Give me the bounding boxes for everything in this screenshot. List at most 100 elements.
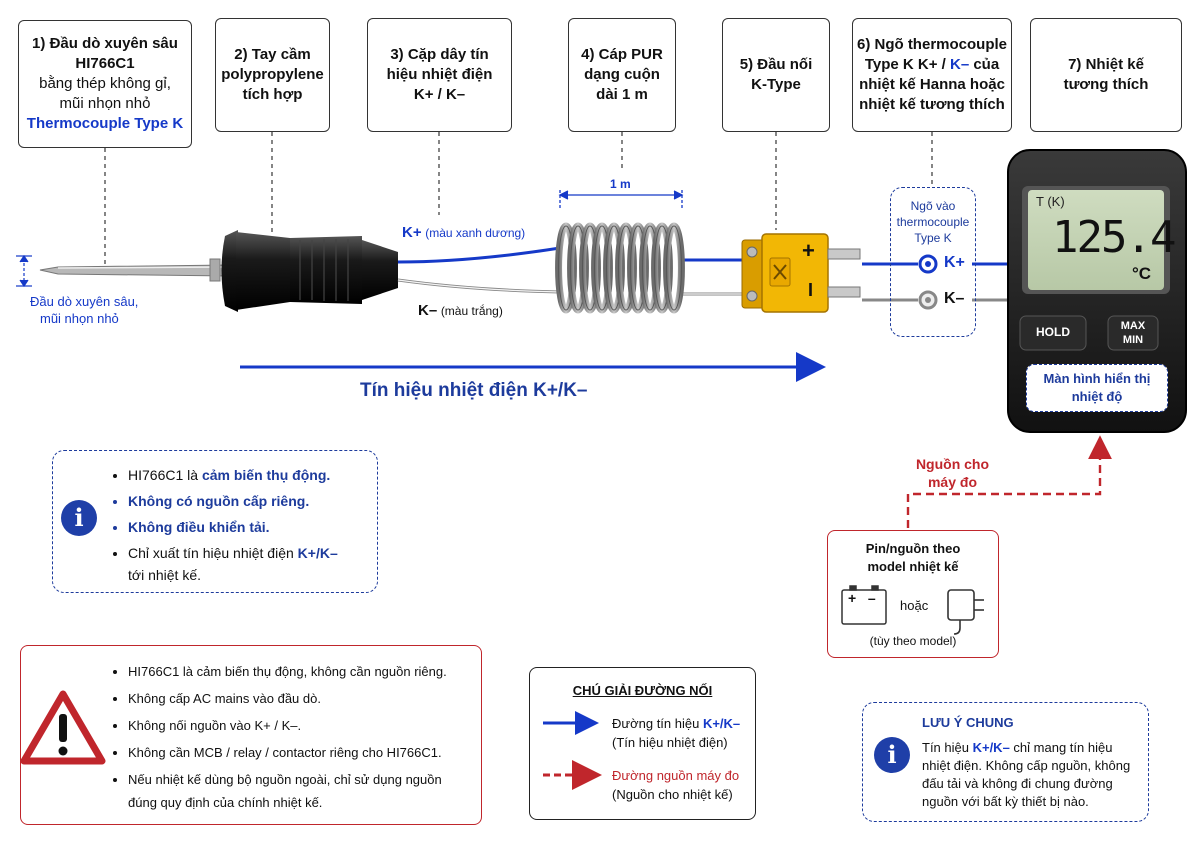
callout-handle: 2) Tay cầm polypropylene tích hợp: [215, 18, 330, 132]
hold-button[interactable]: HOLD: [1036, 325, 1070, 339]
info-item-3: Không điều khiển tải.: [128, 516, 372, 538]
note-text: Tín hiệu K+/K– chỉ mang tín hiệu nhiệt đ…: [922, 739, 1130, 811]
power-box-title-2: model nhiệt kế: [867, 559, 959, 574]
callout-1-line3: bằng thép không gỉ,: [39, 75, 171, 92]
warning-item-5b: đúng quy định của chính nhiệt kế.: [128, 795, 323, 810]
warning-box: [20, 645, 482, 825]
power-label: Nguồn cho máy đo: [905, 455, 1000, 491]
input-jacks: [918, 254, 938, 310]
callout-4-text: 4) Cáp PUR dạng cuộn dài 1 m: [581, 46, 663, 103]
callout-meter: 7) Nhiệt kế tương thích: [1030, 18, 1182, 132]
ktype-connector: [741, 233, 861, 313]
maxmin-button[interactable]: MAX MIN: [1108, 319, 1158, 347]
signal-arrow-label: Tín hiệu nhiệt điện K+/K–: [360, 380, 588, 401]
warning-item-5a: Nếu nhiệt kế dùng bộ nguồn ngoài, chỉ sử…: [128, 772, 442, 787]
battery-plus-minus: + –: [848, 590, 876, 606]
power-label-1: Nguồn cho: [915, 456, 990, 472]
callout-6-line2c: của: [969, 56, 1000, 73]
power-label-2: máy đo: [927, 474, 977, 490]
callout-input: 6) Ngõ thermocouple Type K K+ / K– của n…: [852, 18, 1012, 132]
info-item-1: HI766C1 là cảm biến thụ động.: [128, 464, 372, 486]
power-line: [906, 435, 1112, 528]
display-label: Màn hình hiển thị nhiệt độ: [1026, 370, 1168, 406]
legend-signal: Đường tín hiệu K+/K– (Tín hiệu nhiệt điệ…: [612, 714, 740, 752]
legend-signal-c: (Tín hiệu nhiệt điện): [612, 735, 728, 750]
input-title-3: Type K: [914, 231, 952, 245]
callout-connector: 5) Đầu nối K-Type: [722, 18, 830, 132]
info-item-4c: tới nhiệt kế.: [128, 567, 201, 583]
callout-1-line1: Đầu dò xuyên sâu: [49, 35, 178, 52]
cable-length-label: 1 m: [610, 177, 631, 191]
kplus-wire-label: K+ (màu xanh dương): [402, 224, 525, 241]
warning-item-2: Không cấp AC mains vào đầu dò.: [128, 687, 475, 710]
callout-1-model: HI766C1: [75, 55, 135, 72]
power-box-title: Pin/nguồn theo model nhiệt kế: [827, 540, 999, 576]
maxmin-line1: MAX: [1120, 320, 1146, 332]
note-title: LƯU Ý CHUNG: [922, 715, 1014, 730]
kminus-note: (màu trắng): [440, 304, 503, 318]
lcd-celsius: °C: [1132, 264, 1152, 283]
info-item-1b: cảm biến thụ động.: [201, 467, 331, 483]
note-info-icon: i: [874, 737, 910, 773]
kminus-label: K–: [418, 302, 438, 319]
warning-item-4: Không cần MCB / relay / contactor riêng …: [128, 741, 475, 764]
callout-probe: 1) Đầu dò xuyên sâu HI766C1 bằng thép kh…: [18, 20, 192, 148]
legend-power-a: Đường nguồn máy đo: [612, 768, 740, 783]
info-item-4b: K+/K–: [297, 545, 338, 561]
callout-cable: 4) Cáp PUR dạng cuộn dài 1 m: [568, 18, 676, 132]
warning-list: HI766C1 là cảm biến thụ động, không cần …: [110, 660, 475, 814]
callout-5-text: 5) Đầu nối K-Type: [739, 56, 813, 93]
lcd-reading: 125.4: [1052, 212, 1176, 263]
callout-1-type: Thermocouple Type K: [26, 115, 184, 132]
info-item-4: Chỉ xuất tín hiệu nhiệt điện K+/K– tới nh…: [128, 542, 372, 586]
callout-6-line4: nhiệt kế tương thích: [859, 96, 1005, 113]
legend-box: [529, 667, 756, 820]
callout-2-text: 2) Tay cầm polypropylene tích hợp: [221, 46, 324, 103]
note-line3: đấu tải và không đi chung đường: [922, 776, 1113, 791]
input-title-2: thermocouple: [896, 215, 970, 229]
note-line1b: K+/K–: [972, 740, 1010, 755]
callout-6-line1: 6) Ngõ thermocouple: [856, 36, 1007, 53]
note-line2: nhiệt điện. Không cấp nguồn, không: [922, 758, 1131, 773]
maxmin-line2: MIN: [1122, 334, 1144, 346]
input-jack-box: [890, 187, 976, 337]
note-line1a: Tín hiệu: [922, 740, 973, 755]
wire-kplus: [397, 246, 742, 264]
connector-minus: I: [808, 280, 814, 300]
note-line4: nguồn với bất kỳ thiết bị nào.: [922, 794, 1089, 809]
info-item-1a: HI766C1 là: [128, 467, 202, 483]
info-item-4a: Chỉ xuất tín hiệu nhiệt điện: [128, 545, 298, 561]
info-item-2: Không có nguồn cấp riêng.: [128, 490, 372, 512]
display-label-1: Màn hình hiển thị: [1043, 371, 1151, 386]
callout-1-line4: mũi nhọn nhỏ: [59, 95, 151, 112]
probe-needle: [39, 258, 231, 282]
display-label-box: [1026, 364, 1168, 412]
thermometer-meter: [1007, 149, 1187, 433]
battery-icon: [841, 585, 887, 625]
legend-power-b: (Nguồn cho nhiệt kế): [612, 787, 733, 802]
probe-tip-label: Đầu dò xuyên sâu, mũi nhọn nhỏ: [30, 293, 138, 327]
input-kminus-label: K–: [944, 290, 965, 307]
note-line1c: chỉ mang tín hiệu: [1009, 740, 1113, 755]
connector-plus: +: [802, 238, 815, 263]
info-icon: i: [61, 500, 97, 536]
info-box-list: HI766C1 là cảm biến thụ động. Không có n…: [110, 464, 372, 590]
input-jack-title: Ngõ vào thermocouple Type K: [890, 198, 976, 246]
adapter-icon: [947, 589, 984, 635]
callout-6-line3: nhiệt kế Hanna hoặc: [859, 76, 1005, 93]
legend-title: CHÚ GIẢI ĐƯỜNG NỐI: [572, 683, 713, 698]
probe-tip-label-1: Đầu dò xuyên sâu,: [30, 294, 139, 309]
kplus-note: (màu xanh dương): [425, 226, 526, 240]
power-source-box: [827, 530, 999, 658]
probe-tip-label-2: mũi nhọn nhỏ: [40, 311, 119, 326]
display-label-2: nhiệt độ: [1071, 389, 1123, 404]
note-box: [862, 702, 1149, 822]
info-box: [52, 450, 378, 593]
kminus-wire-label: K– (màu trắng): [418, 302, 503, 319]
callout-7-text: 7) Nhiệt kế tương thích: [1063, 56, 1149, 93]
power-or: hoặc: [900, 598, 929, 613]
warning-item-5: Nếu nhiệt kế dùng bộ nguồn ngoài, chỉ sử…: [128, 768, 475, 814]
power-note: (tùy theo model): [869, 634, 957, 648]
tip-dimension: [16, 254, 32, 288]
